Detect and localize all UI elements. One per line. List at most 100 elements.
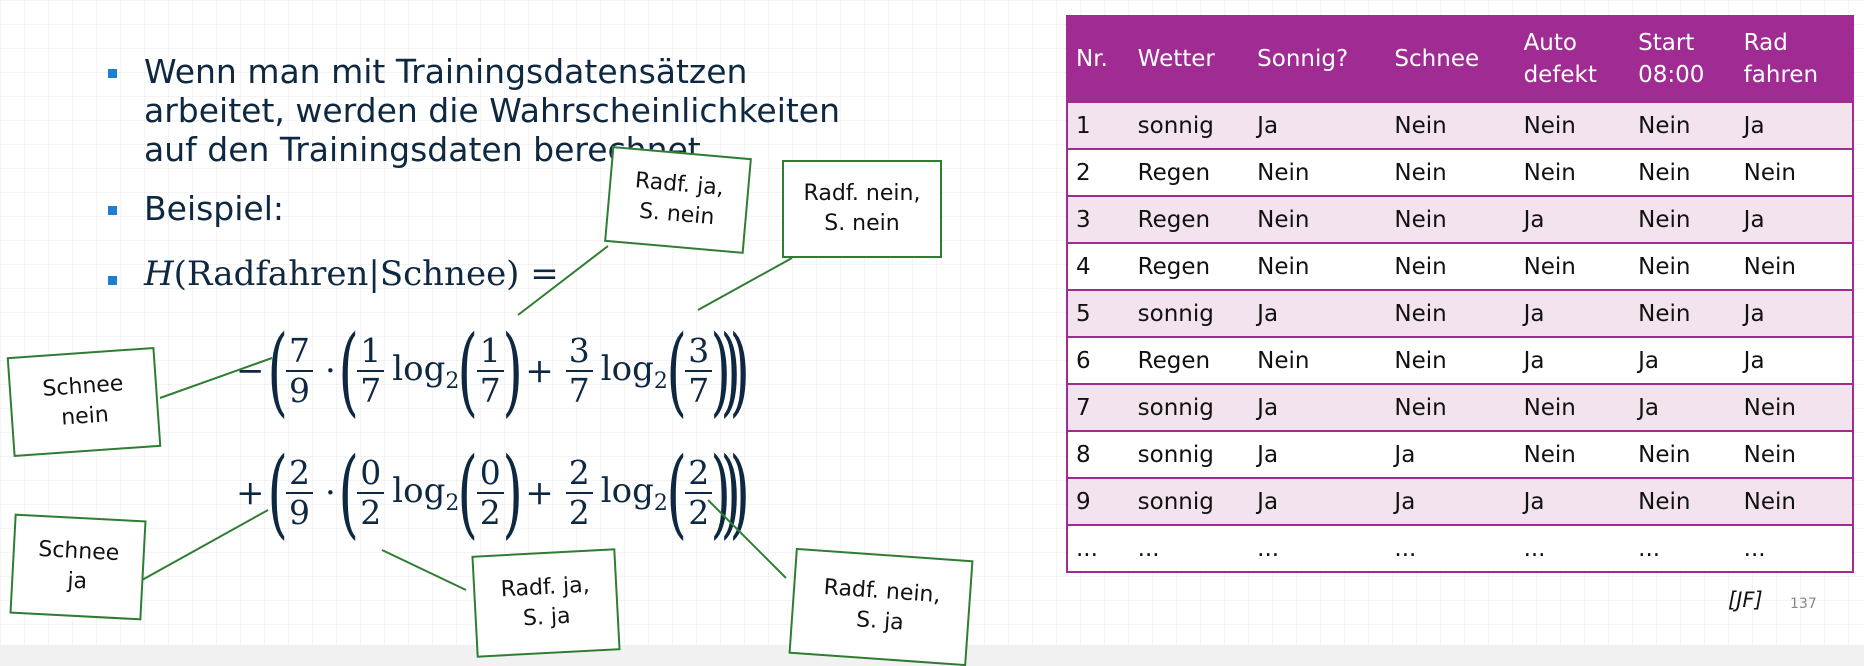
numerator: 0 <box>479 453 501 492</box>
table-cell: Regen <box>1129 242 1250 290</box>
table-cell: ... <box>1735 524 1853 572</box>
table-cell: Nein <box>1386 195 1516 243</box>
table-cell: ... <box>1249 524 1387 572</box>
column-header: Nr. <box>1067 16 1130 102</box>
denominator: 7 <box>565 370 593 410</box>
column-header: Start 08:00 <box>1630 16 1736 102</box>
table-cell: sonnig <box>1129 477 1250 525</box>
paren-close: ) <box>710 315 732 427</box>
table-header-row: Nr. Wetter Sonnig? Schnee Auto defekt St… <box>1067 16 1853 102</box>
table-cell: Ja <box>1515 477 1631 525</box>
table-cell: Regen <box>1129 336 1250 384</box>
paren-open: ( <box>457 315 479 427</box>
minus-sign: − <box>236 351 265 391</box>
table-cell: ... <box>1129 524 1250 572</box>
dot-operator: · <box>324 351 336 391</box>
bullet-marker <box>108 206 117 215</box>
table-cell: Ja <box>1630 336 1736 384</box>
log-base: 2 <box>445 490 460 516</box>
table-cell: Regen <box>1129 195 1250 243</box>
table-cell: 2 <box>1067 148 1130 196</box>
leader-line-radf-nein-s-ja <box>707 499 787 579</box>
table-cell: Ja <box>1386 430 1516 478</box>
table-cell: 4 <box>1067 242 1130 290</box>
table-cell: Nein <box>1249 195 1387 243</box>
column-header: Wetter <box>1129 16 1250 102</box>
table-cell: Nein <box>1630 289 1736 337</box>
table-cell: sonnig <box>1129 383 1250 431</box>
numerator: 1 <box>479 331 501 370</box>
table-cell: Nein <box>1630 430 1736 478</box>
table-cell: Nein <box>1735 242 1853 290</box>
table-cell: sonnig <box>1129 430 1250 478</box>
table-cell: Ja <box>1249 383 1387 431</box>
denominator: 9 <box>285 492 313 532</box>
bullet-text: Wenn man mit Trainingsdatensätzen arbeit… <box>144 52 841 169</box>
citation: [JF] <box>1728 588 1763 612</box>
table-cell: Ja <box>1249 430 1387 478</box>
numerator: 1 <box>360 331 382 370</box>
paren-open: ( <box>666 315 687 427</box>
denominator: 2 <box>476 492 504 532</box>
paren-close: ) <box>502 437 523 549</box>
table-cell: Nein <box>1515 242 1631 290</box>
bullet-marker <box>108 69 117 78</box>
paren-close: ) <box>729 437 751 549</box>
paren-close: ) <box>502 315 523 427</box>
table-cell: Nein <box>1630 242 1736 290</box>
table-cell: Nein <box>1630 477 1736 525</box>
numerator: 3 <box>688 331 710 370</box>
table-cell: Ja <box>1249 289 1387 337</box>
page-number: 137 <box>1790 596 1817 612</box>
column-header: Sonnig? <box>1249 16 1387 102</box>
numerator: 2 <box>568 453 590 492</box>
numerator: 2 <box>288 453 310 492</box>
callout-schnee-ja: Schnee ja <box>9 513 147 621</box>
table-cell: Nein <box>1735 430 1853 478</box>
table-cell: sonnig <box>1129 289 1250 337</box>
denominator: 9 <box>285 370 313 410</box>
table-cell: Nein <box>1630 148 1736 196</box>
table-cell: Ja <box>1735 289 1853 337</box>
table-cell: ... <box>1630 524 1736 572</box>
table-cell: ... <box>1386 524 1516 572</box>
log-label: log <box>600 470 654 511</box>
entropy-arguments: (Radfahren|Schnee) = <box>173 254 559 294</box>
table-cell: 9 <box>1067 477 1130 525</box>
plus-sign: + <box>525 473 554 513</box>
plus-sign: + <box>236 473 265 513</box>
denominator: 7 <box>357 370 385 410</box>
table-cell: Ja <box>1515 195 1631 243</box>
table-cell: Nein <box>1386 101 1516 149</box>
table-cell: Nein <box>1735 148 1853 196</box>
table-cell: Nein <box>1249 148 1387 196</box>
log-operator: log2 <box>601 349 668 394</box>
numerator: 2 <box>688 453 710 492</box>
paren-open: ( <box>338 315 359 427</box>
numerator: 3 <box>568 331 590 370</box>
table-cell: Ja <box>1249 101 1387 149</box>
callout-schnee-nein: Schnee nein <box>6 346 162 458</box>
table-cell: 1 <box>1067 101 1130 149</box>
column-header: Schnee <box>1386 16 1516 102</box>
leader-line-radf-ja-s-ja <box>381 549 467 591</box>
table-cell: Nein <box>1515 430 1631 478</box>
dot-operator: · <box>324 473 336 513</box>
plus-sign: + <box>525 351 554 391</box>
